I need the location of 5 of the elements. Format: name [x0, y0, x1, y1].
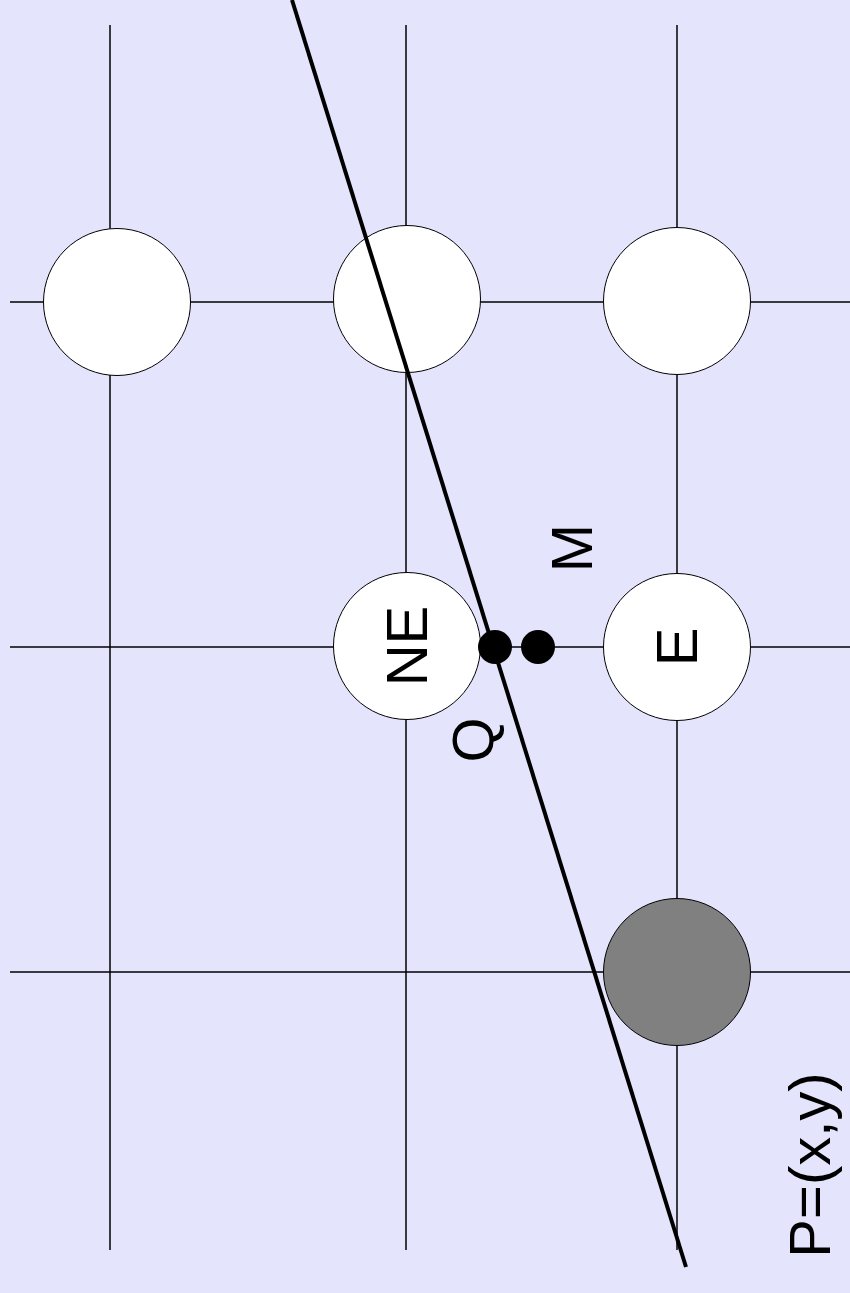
point-label: M — [543, 523, 601, 573]
node-label: NE — [378, 605, 436, 687]
point-label: Q — [444, 717, 502, 763]
point-dot — [521, 630, 555, 664]
node-label: E — [648, 627, 706, 667]
